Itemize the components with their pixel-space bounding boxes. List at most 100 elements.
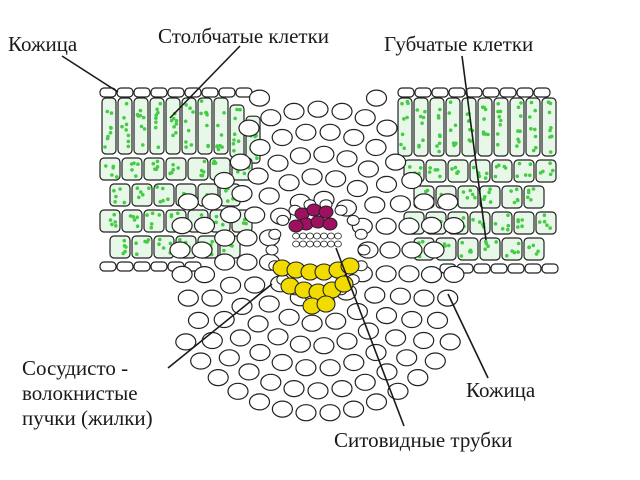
chloroplast [438,174,442,179]
bundle-sheath-cell [268,228,282,240]
label-epidermis-top: Кожица [8,32,78,56]
vein-cell [213,171,235,190]
epidermis-cell [218,87,236,98]
chloroplast [132,218,137,222]
vein-cell [325,312,347,330]
chloroplast [418,166,423,170]
vein-cell [389,287,411,305]
epidermis-cell [448,87,466,98]
chloroplast [161,186,165,191]
chloroplast [113,200,117,204]
chloroplast [470,192,475,197]
vein-cell [231,185,253,203]
chloroplast [529,100,534,105]
chloroplast [242,171,247,176]
pointer-bundle [167,283,273,369]
chloroplast [427,170,432,174]
chloroplast [503,166,508,170]
vein-cell [346,179,368,198]
chloroplast [108,218,113,222]
chloroplast [498,109,503,114]
vein-cell [267,328,289,346]
chloroplast [402,146,407,150]
chloroplast [126,139,131,144]
chloroplast [468,188,473,193]
chloroplast [214,220,218,225]
chloroplast [216,147,221,152]
chloroplast [528,173,532,178]
vein-cell [193,216,216,234]
sieve-tube-cell [327,240,335,248]
epidermis-cell [490,263,508,274]
chloroplast [109,111,114,115]
label-vascular-bundles: Сосудисто - волокнистые пучки (жилки) [22,356,202,431]
chloroplast [420,239,425,244]
bundle-sheath-cell [334,204,348,216]
vein-cell [364,196,386,214]
chloroplast [130,168,134,172]
chloroplast [548,226,552,230]
vein-cell [307,382,329,400]
chloroplast [104,164,108,168]
chloroplast [153,125,158,130]
chloroplast [224,189,228,193]
chloroplast [494,240,499,244]
vein-cell [398,217,420,235]
chloroplast [129,162,134,166]
chloroplast [135,186,140,190]
chloroplast [113,220,117,224]
spongy-cell [165,157,187,181]
chloroplast [545,223,549,227]
bundle-sheath-cell [354,228,368,240]
vein-cell [193,266,216,284]
chloroplast [141,143,145,147]
chloroplast [238,107,242,112]
chloroplast [461,190,466,194]
vein-cell [413,193,435,211]
chloroplast [110,173,114,177]
pointer-palisade [169,45,241,119]
chloroplast [551,168,555,173]
chloroplast [548,172,553,177]
chloroplast [231,142,236,146]
chloroplast [459,254,464,258]
chloroplast [548,150,553,154]
bundle-sheath-cell [346,214,360,226]
chloroplast [139,190,143,194]
chloroplast [137,195,141,200]
chloroplast [516,225,520,229]
sieve-tube-cell [327,232,335,240]
palisade-cell [181,97,197,155]
chloroplast [126,144,131,149]
chloroplast [126,133,131,138]
vein-cell [375,217,397,235]
chloroplast [533,127,537,132]
vein-cell [278,174,300,192]
chloroplast [226,199,230,203]
vein-cell [220,206,242,224]
vein-cell [301,314,323,332]
vein-cell [396,349,418,367]
vein-cell [343,400,365,418]
chloroplast [399,142,403,147]
epidermis-cell [167,87,185,98]
chloroplast [122,200,127,205]
chloroplast [460,240,465,245]
chloroplast [482,105,487,110]
chloroplast [468,248,473,253]
sieve-tube-cell [313,240,321,248]
chloroplast [114,194,118,199]
chloroplast [188,106,192,110]
chloroplast [106,134,110,139]
chloroplast [139,124,144,129]
xylem-vessel [316,295,336,313]
vein-cell [331,380,353,398]
vein-cell [201,331,223,350]
vein-cell [375,307,398,325]
chloroplast [518,114,523,118]
chloroplast [477,220,482,224]
chloroplast [455,171,459,175]
chloroplast [199,213,204,217]
chloroplast [169,213,174,217]
